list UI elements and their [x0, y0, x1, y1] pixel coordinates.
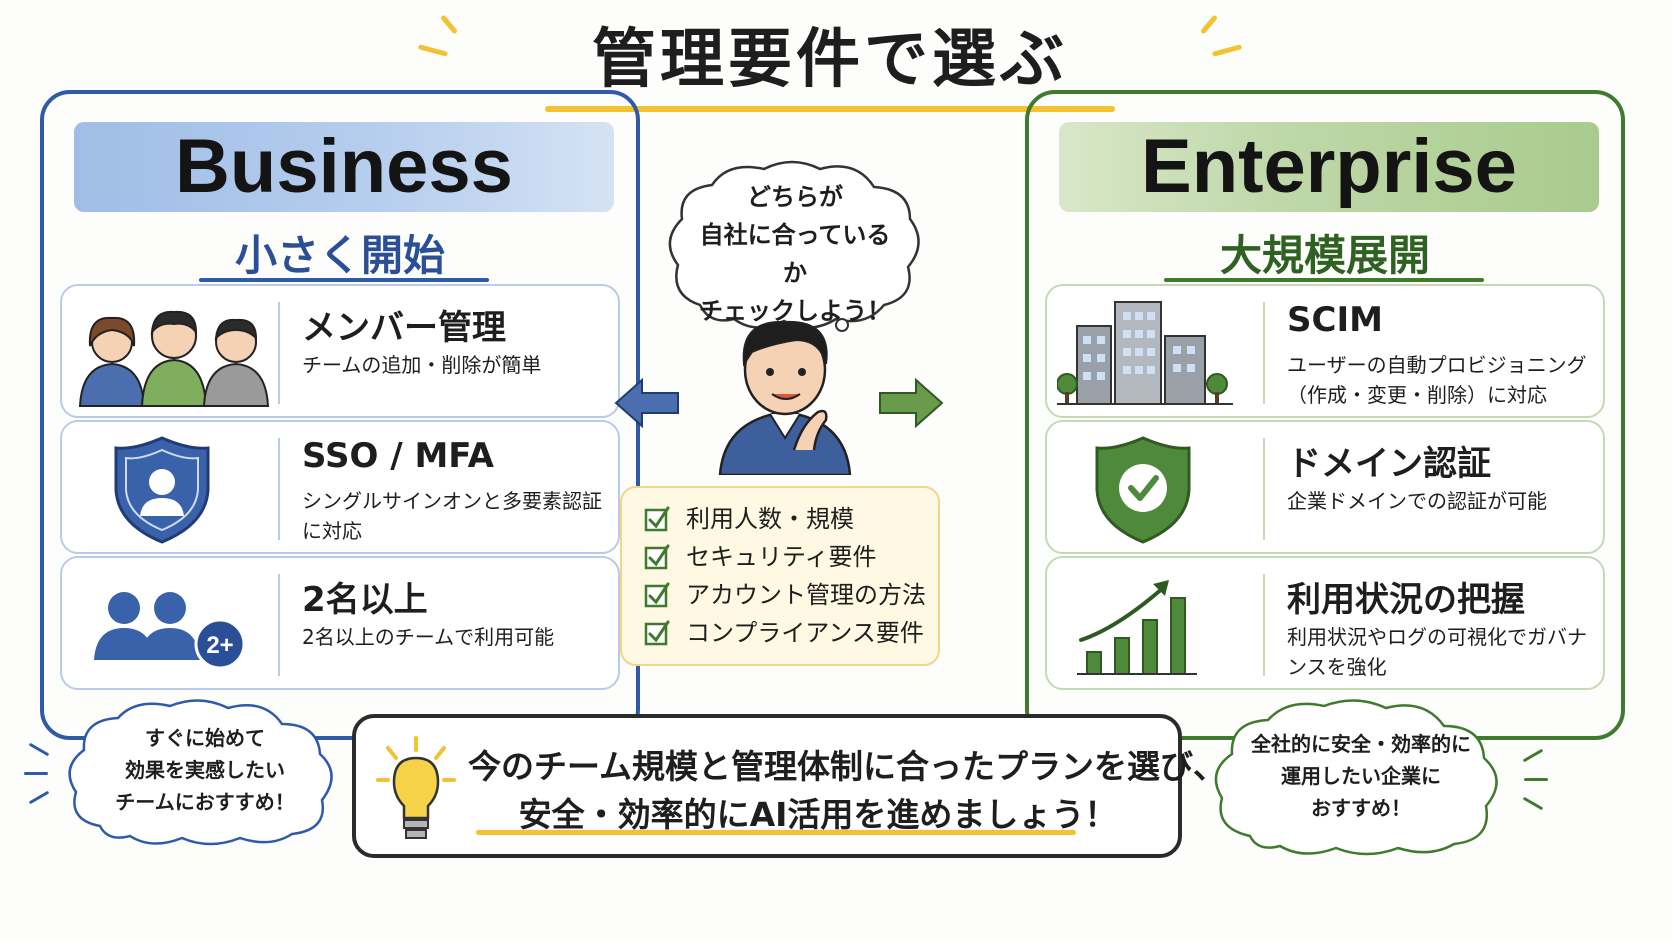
- recommend-line: おすすめ！: [1311, 796, 1411, 820]
- checklist-label: 利用人数・規模: [686, 505, 854, 533]
- arrow-right-icon: [879, 377, 944, 429]
- title-ray: [417, 44, 449, 57]
- title-ray: [1211, 44, 1243, 57]
- card-title: SCIM: [1287, 300, 1383, 340]
- recommend-line: 全社的に安全・効率的に: [1251, 732, 1471, 756]
- bubble-line: どちらが: [747, 183, 843, 211]
- conclusion-underline: [476, 830, 1076, 835]
- conclusion-box: 今のチーム規模と管理体制に合ったプランを選び、 安全・効率的にAI活用を進めまし…: [352, 714, 1227, 858]
- card-divider: [1263, 302, 1265, 404]
- title-ray: [1200, 14, 1218, 35]
- card-description: チームの追加・削除が簡単: [302, 353, 542, 377]
- bubble-text: どちらが 自社に合っているか チェックしよう！: [690, 178, 900, 330]
- enterprise-header: Enterprise: [1059, 122, 1599, 212]
- recommend-line: 効果を実感したい: [125, 758, 285, 782]
- card-divider: [278, 574, 280, 676]
- cloud-ray: [28, 790, 50, 805]
- shield-user-icon: [72, 432, 272, 546]
- card-divider: [1263, 574, 1265, 676]
- card-divider: [278, 302, 280, 404]
- checkbox-icon: [644, 582, 670, 608]
- users-2plus-icon: 2+: [72, 568, 272, 682]
- cloud-ray: [28, 742, 50, 757]
- card-title: 利用状況の把握: [1287, 580, 1525, 620]
- card-description: 2名以上のチームで利用可能: [302, 625, 555, 649]
- card-title: ドメイン認証: [1287, 444, 1491, 484]
- page-title: 管理要件で選ぶ: [592, 23, 1068, 97]
- business-card-users: 2+ 2名以上 2名以上のチームで利用可能: [60, 556, 620, 690]
- bubble-line: 自社に合っているか: [699, 221, 891, 287]
- checkbox-icon: [644, 620, 670, 646]
- business-header: Business: [74, 122, 614, 212]
- bubble-line: チェックしよう！: [699, 297, 891, 325]
- enterprise-title: Enterprise: [1141, 124, 1517, 209]
- recommend-line: すぐに始めて: [145, 726, 265, 750]
- business-tagline: 小さく開始: [234, 231, 445, 280]
- recommend-line: 運用したい企業に: [1281, 764, 1441, 788]
- checklist: 利用人数・規模 セキュリティ要件 アカウント管理の方法 コンプライアンス要件: [620, 486, 940, 666]
- card-description: ユーザーの自動プロビジョニング（作成・変更・削除）に対応: [1287, 353, 1587, 407]
- business-card-member: メンバー管理 チームの追加・削除が簡単: [60, 284, 620, 418]
- cloud-ray: [24, 772, 48, 775]
- enterprise-card-scim: SCIM ユーザーの自動プロビジョニング（作成・変更・削除）に対応: [1045, 284, 1605, 418]
- cloud-ray: [1522, 748, 1544, 763]
- recommend-line: チームにおすすめ！: [115, 790, 295, 814]
- checkbox-icon: [644, 506, 670, 532]
- enterprise-tagline-underline: [1164, 278, 1484, 282]
- card-divider: [1263, 438, 1265, 540]
- enterprise-tagline: 大規模展開: [1219, 231, 1430, 280]
- card-title: SSO / MFA: [302, 436, 494, 476]
- enterprise-panel: Enterprise 大規模展開: [1025, 90, 1625, 740]
- title-underline: [545, 106, 1115, 112]
- enterprise-recommend-cloud: [1214, 699, 1498, 856]
- card-title: メンバー管理: [302, 308, 506, 348]
- growth-chart-icon: [1057, 568, 1257, 682]
- buildings-icon: [1056, 296, 1257, 410]
- cloud-ray: [1522, 796, 1544, 811]
- business-panel: Business 小さく開始 メンバー管理 チームの追加・削除が簡単: [40, 90, 640, 740]
- enterprise-card-usage: 利用状況の把握 利用状況やログの可視化でガバナンスを強化: [1045, 556, 1605, 690]
- card-divider: [278, 438, 280, 540]
- business-tagline-underline: [199, 278, 489, 282]
- conclusion-line-2: 安全・効率的にAI活用を進めましょう！: [518, 795, 1118, 834]
- card-description: 利用状況やログの可視化でガバナンスを強化: [1287, 625, 1587, 679]
- business-title: Business: [175, 124, 513, 209]
- cloud-ray: [1524, 778, 1548, 781]
- arrow-left-icon: [614, 377, 679, 429]
- team-members-icon: [72, 296, 272, 410]
- card-title: 2名以上: [302, 580, 428, 620]
- checklist-label: セキュリティ要件: [686, 543, 877, 571]
- business-recommend-text: すぐに始めて 効果を実感したい チームにおすすめ！: [90, 722, 320, 818]
- card-description: シングルサインオンと多要素認証に対応: [302, 489, 602, 543]
- checkbox-icon: [644, 544, 670, 570]
- title-ray: [440, 14, 458, 35]
- business-recommend-cloud: [68, 699, 333, 846]
- badge-label: 2+: [206, 632, 233, 659]
- lightbulb-icon: [376, 736, 456, 839]
- conclusion-line-1: 今のチーム規模と管理体制に合ったプランを選び、: [468, 747, 1227, 786]
- business-card-sso: SSO / MFA シングルサインオンと多要素認証に対応: [60, 420, 620, 554]
- enterprise-recommend-text: 全社的に安全・効率的に 運用したい企業に おすすめ！: [1226, 728, 1496, 824]
- thinking-person-icon: [718, 320, 852, 475]
- shield-check-icon: [1057, 432, 1257, 546]
- card-description: 企業ドメインでの認証が可能: [1287, 489, 1547, 513]
- enterprise-card-domain: ドメイン認証 企業ドメインでの認証が可能: [1045, 420, 1605, 554]
- checklist-label: アカウント管理の方法: [686, 581, 926, 609]
- checklist-label: コンプライアンス要件: [686, 619, 924, 647]
